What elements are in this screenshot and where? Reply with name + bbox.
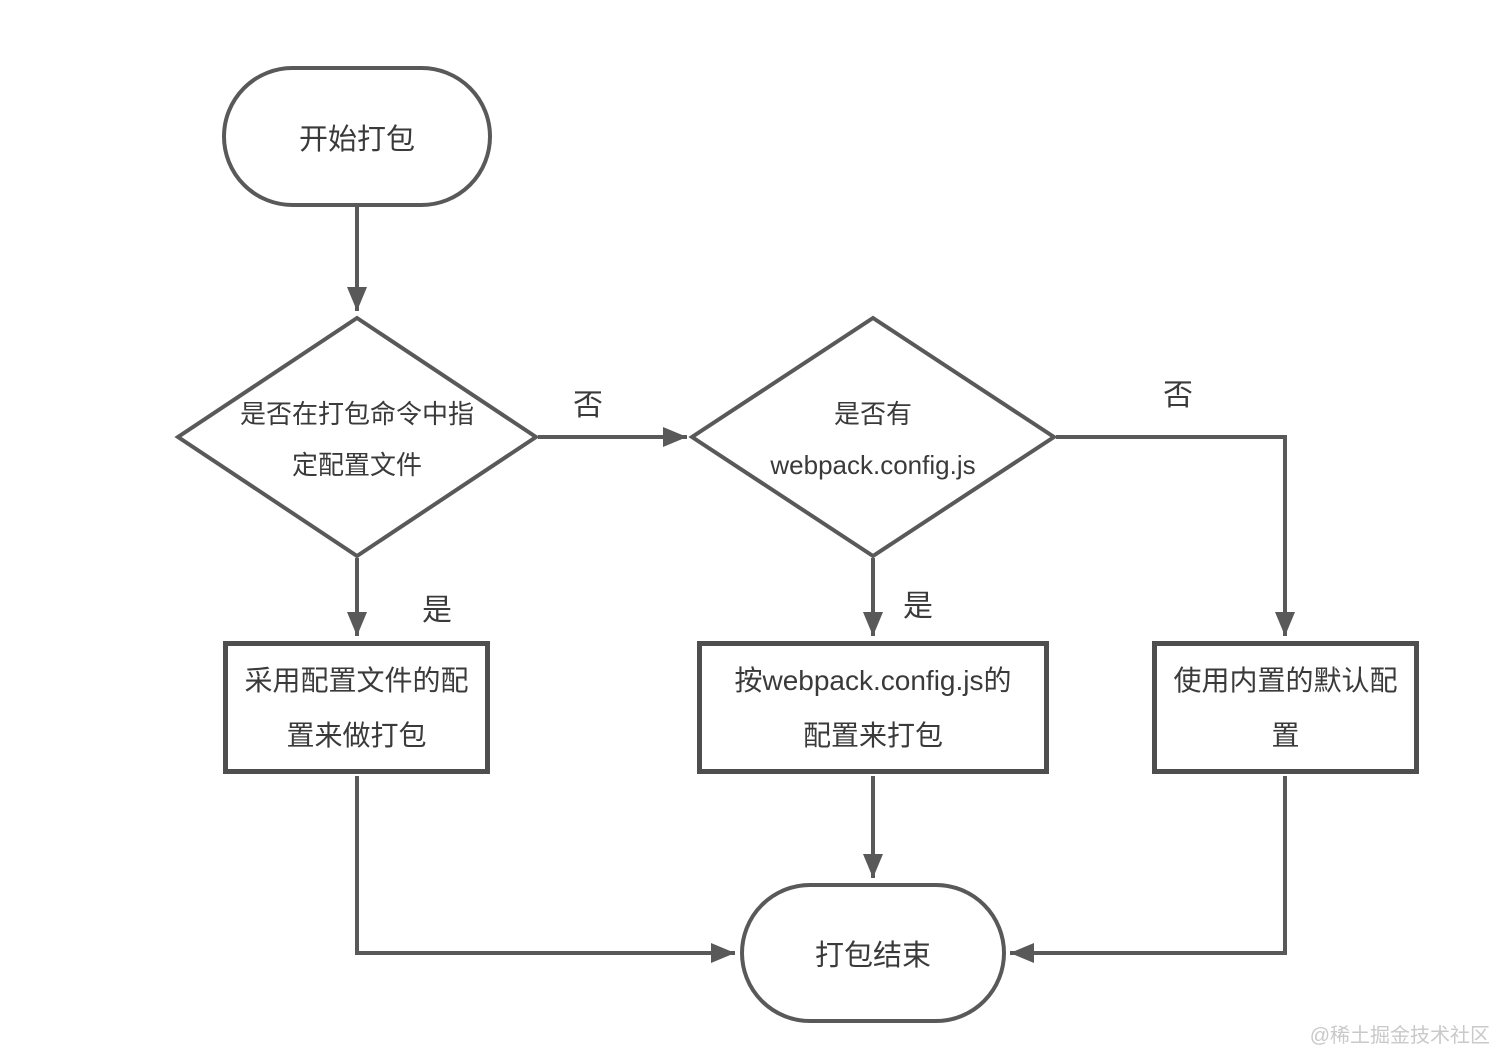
process-use-webpack-config-line1: 按webpack.config.js的 [734, 664, 1012, 696]
edge-label-decision1-yes: 是 [422, 594, 452, 627]
process-use-config-file-node: 采用配置文件的配 置来做打包 [223, 641, 490, 774]
edge-process1-to-end [355, 776, 735, 963]
decision1-label-line2: 定配置文件 [291, 450, 422, 480]
process-use-config-file-line1: 采用配置文件的配 [244, 664, 469, 696]
start-node: 开始打包 [222, 66, 492, 207]
end-node-label: 打包结束 [814, 940, 931, 972]
decision2-label: 是否有 webpack.config.js [723, 389, 1023, 491]
end-node: 打包结束 [740, 883, 1006, 1023]
start-node-label: 开始打包 [298, 123, 415, 156]
edge-label-decision2-no: 否 [1163, 379, 1193, 412]
process-use-webpack-config-node: 按webpack.config.js的 配置来打包 [697, 641, 1049, 774]
process-use-default-node: 使用内置的默认配 置 [1152, 641, 1419, 774]
process-use-config-file-line2: 置来做打包 [286, 719, 427, 751]
edge-label-decision1-no: 否 [573, 389, 603, 422]
decision2-label-line2: webpack.config.js [770, 450, 976, 480]
edge-decision2-to-process3 [1056, 435, 1295, 636]
decision1-diamond-shape [174, 315, 540, 559]
edge-process3-to-end [1010, 776, 1287, 963]
watermark: @稀土掘金技术社区 [1309, 1025, 1490, 1047]
process-use-default-line1: 使用内置的默认配 [1173, 664, 1398, 696]
process-use-webpack-config-line2: 配置来打包 [802, 719, 943, 751]
decision1-label-line1: 是否在打包命令中指 [239, 399, 474, 429]
process-use-default-line2: 置 [1271, 719, 1300, 751]
decision2-label-line1: 是否有 [833, 399, 912, 429]
edge-label-decision2-yes: 是 [903, 590, 933, 623]
decision1-label: 是否在打包命令中指 定配置文件 [207, 389, 507, 491]
decision2-diamond-shape [688, 315, 1058, 559]
